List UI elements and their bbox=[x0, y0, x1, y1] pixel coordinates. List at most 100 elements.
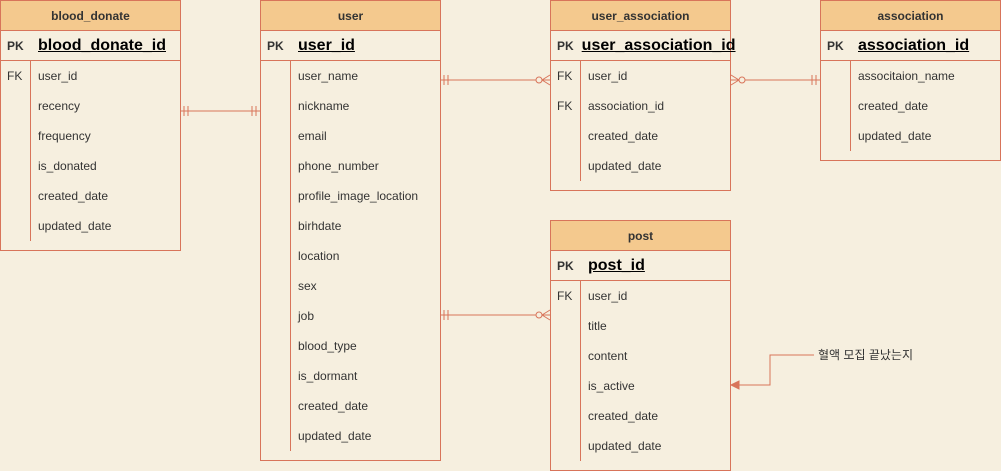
many-marker bbox=[541, 309, 551, 316]
field-row[interactable]: email bbox=[261, 121, 440, 151]
annotation-note: 혈액 모집 끝났는지 bbox=[818, 348, 913, 362]
field-row[interactable]: created_date bbox=[261, 391, 440, 421]
field-name: blood_type bbox=[298, 339, 357, 353]
many-marker bbox=[541, 74, 551, 81]
field-name: user_id bbox=[588, 289, 628, 303]
key-label: PK bbox=[557, 258, 574, 273]
field-name: job bbox=[298, 309, 315, 323]
field-name: associtaion_name bbox=[858, 69, 955, 83]
zero-marker bbox=[535, 76, 543, 84]
primary-key-row[interactable]: PK post_id bbox=[551, 251, 730, 281]
field-row[interactable]: blood_type bbox=[261, 331, 440, 361]
field-row[interactable]: recency bbox=[1, 91, 180, 121]
table-title: blood_donate bbox=[1, 1, 180, 31]
field-row[interactable]: user_name bbox=[261, 61, 440, 91]
field-row[interactable]: location bbox=[261, 241, 440, 271]
zero-marker bbox=[535, 311, 543, 319]
field-row[interactable]: associtaion_name bbox=[821, 61, 1000, 91]
field-row[interactable]: created_date bbox=[551, 401, 730, 431]
field-row[interactable]: phone_number bbox=[261, 151, 440, 181]
field-name: user_name bbox=[298, 69, 359, 83]
key-label: PK bbox=[557, 38, 574, 53]
field-name: recency bbox=[38, 99, 81, 113]
field-name: birhdate bbox=[298, 219, 342, 233]
field-name: association_id bbox=[858, 36, 970, 54]
field-name: user_association_id bbox=[581, 36, 736, 54]
field-name: post_id bbox=[588, 256, 645, 274]
field-name: nickname bbox=[298, 99, 350, 113]
field-row[interactable]: is_donated bbox=[1, 151, 180, 181]
primary-key-row[interactable]: PK user_id bbox=[261, 31, 440, 61]
field-name: blood_donate_id bbox=[38, 36, 166, 54]
field-name: sex bbox=[298, 279, 317, 293]
table-title: post bbox=[551, 221, 730, 251]
field-row[interactable]: updated_date bbox=[551, 151, 730, 181]
field-row[interactable]: nickname bbox=[261, 91, 440, 121]
field-row[interactable]: updated_date bbox=[551, 431, 730, 461]
key-label: FK bbox=[557, 99, 573, 113]
primary-key-row[interactable]: PK blood_donate_id bbox=[1, 31, 180, 61]
field-row[interactable]: updated_date bbox=[261, 421, 440, 451]
field-name: updated_date bbox=[858, 129, 932, 143]
field-name: is_active bbox=[588, 379, 635, 393]
field-name: title bbox=[588, 319, 607, 333]
field-name: phone_number bbox=[298, 159, 379, 173]
field-name: updated_date bbox=[298, 429, 372, 443]
field-row[interactable]: created_date bbox=[551, 121, 730, 151]
many-marker bbox=[730, 74, 740, 81]
column-divider bbox=[290, 61, 291, 451]
field-row[interactable]: job bbox=[261, 301, 440, 331]
many-marker bbox=[541, 79, 551, 86]
key-label: PK bbox=[827, 38, 844, 53]
column-divider bbox=[850, 61, 851, 151]
field-row[interactable]: is_active bbox=[551, 371, 730, 401]
key-label: FK bbox=[7, 69, 23, 83]
field-row[interactable]: sex bbox=[261, 271, 440, 301]
field-row[interactable]: created_date bbox=[1, 181, 180, 211]
field-name: created_date bbox=[588, 409, 659, 423]
field-name: user_id bbox=[38, 69, 78, 83]
primary-key-row[interactable]: PK user_association_id bbox=[551, 31, 736, 61]
field-name: created_date bbox=[588, 129, 659, 143]
field-name: updated_date bbox=[588, 159, 662, 173]
note-arrow-line bbox=[738, 354, 814, 386]
field-row[interactable]: created_date bbox=[821, 91, 1000, 121]
primary-key-row[interactable]: PK association_id bbox=[821, 31, 1000, 61]
field-row[interactable]: is_dormant bbox=[261, 361, 440, 391]
field-name: profile_image_location bbox=[298, 189, 419, 203]
field-name: content bbox=[588, 349, 628, 363]
field-name: frequency bbox=[38, 129, 91, 143]
field-row[interactable]: content bbox=[551, 341, 730, 371]
field-row[interactable]: profile_image_location bbox=[261, 181, 440, 211]
field-name: user_id bbox=[298, 36, 355, 54]
field-row[interactable]: updated_date bbox=[1, 211, 180, 241]
key-label: PK bbox=[7, 38, 24, 53]
field-name: updated_date bbox=[588, 439, 662, 453]
field-row[interactable]: updated_date bbox=[821, 121, 1000, 151]
column-divider bbox=[580, 61, 581, 181]
field-row[interactable]: FK user_id bbox=[1, 61, 180, 91]
field-name: is_donated bbox=[38, 159, 97, 173]
note-arrow-head bbox=[729, 380, 740, 390]
field-name: user_id bbox=[588, 69, 628, 83]
key-label: PK bbox=[267, 38, 284, 53]
field-row[interactable]: birhdate bbox=[261, 211, 440, 241]
field-row[interactable]: title bbox=[551, 311, 730, 341]
column-divider bbox=[580, 281, 581, 461]
field-row[interactable]: frequency bbox=[1, 121, 180, 151]
key-label: FK bbox=[557, 289, 573, 303]
many-marker bbox=[730, 79, 740, 86]
field-row[interactable]: FK user_id bbox=[551, 281, 730, 311]
